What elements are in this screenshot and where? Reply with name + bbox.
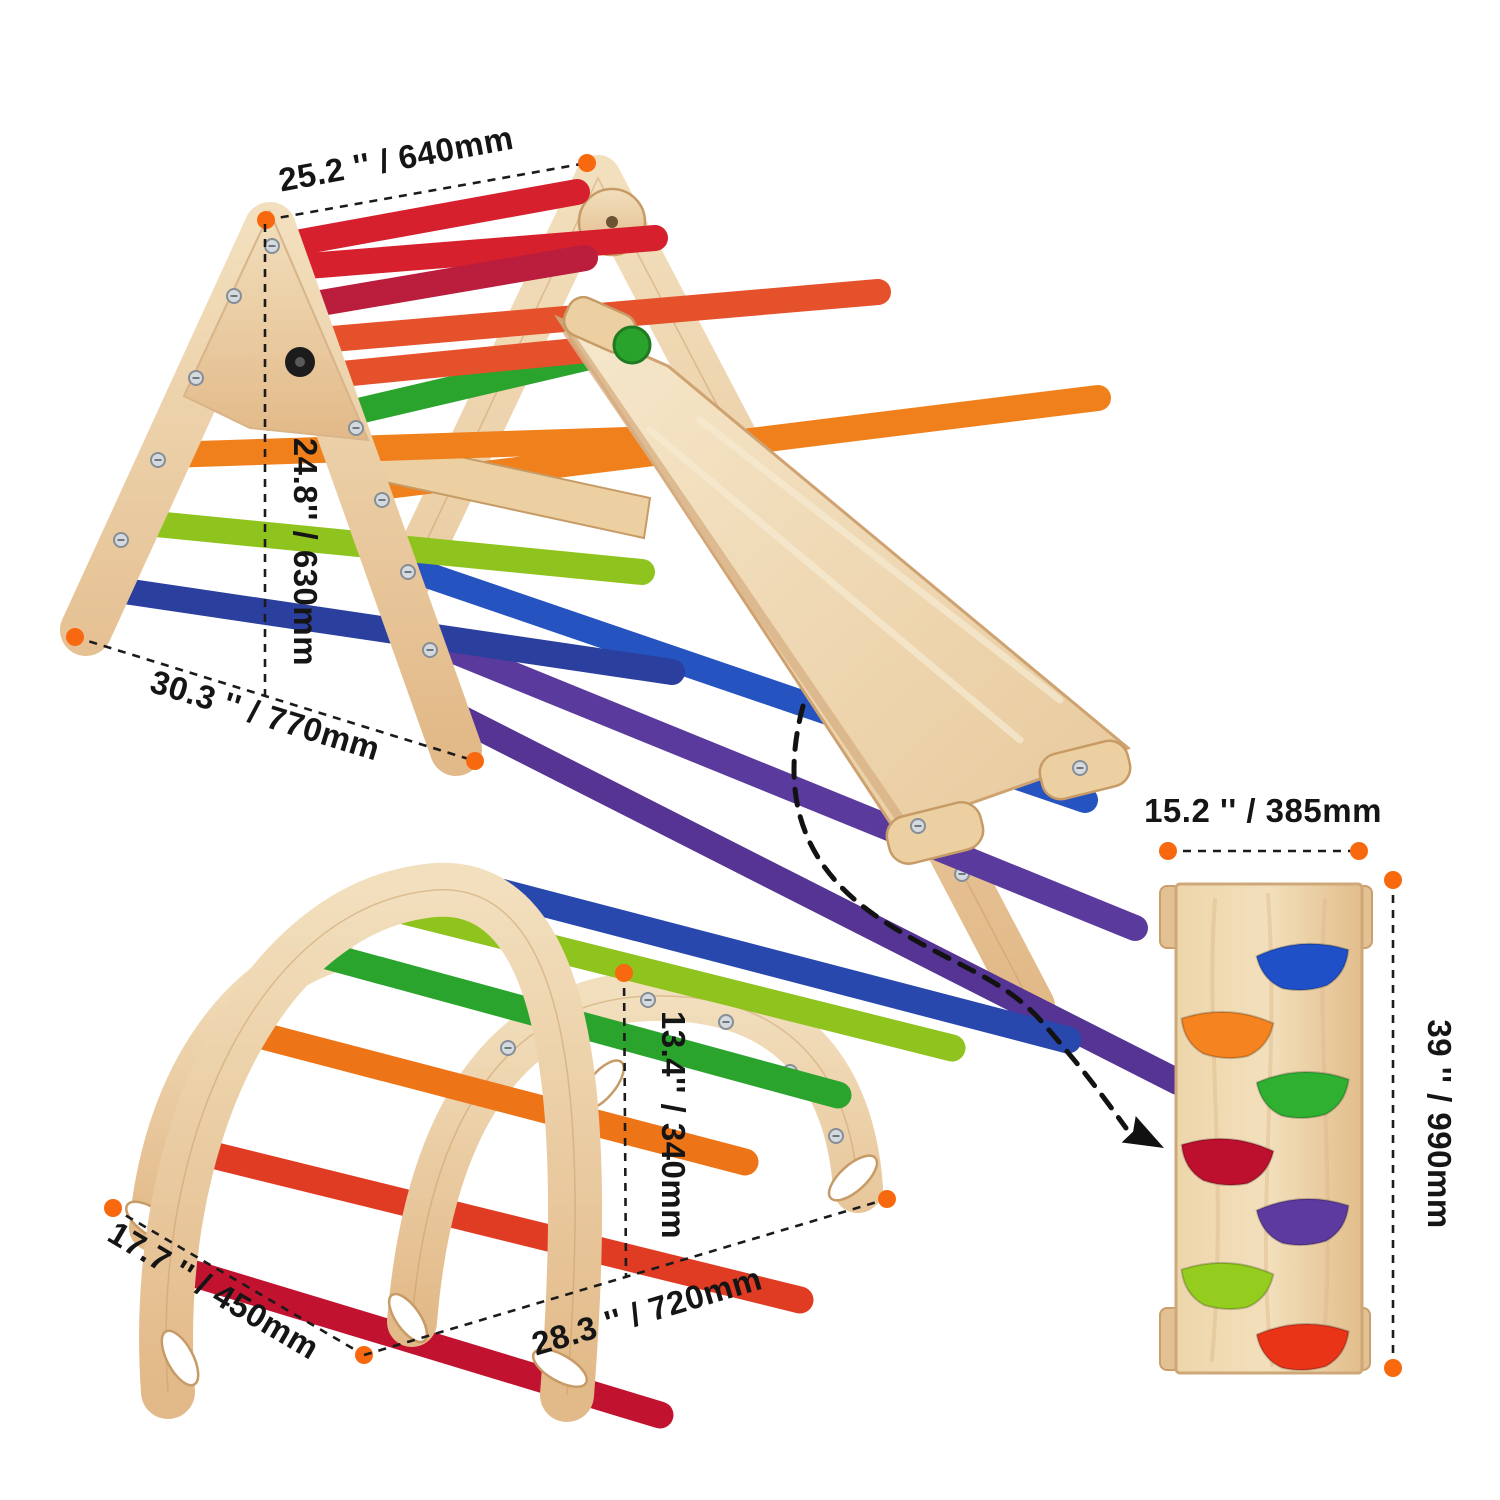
rung [448,868,1082,1054]
screw-icon [226,288,242,304]
rung [154,427,641,468]
dim-arch-height: 13.4'' / 340mm [615,964,692,1278]
screw-icon [150,452,166,468]
screw-icon [264,238,280,254]
dimension-line [265,161,588,222]
rung [226,1016,759,1176]
slide-ramp [553,295,1132,865]
dimension-endpoint-dot [878,1190,896,1208]
dimension-endpoint-dot [66,628,84,646]
screw-icon [640,992,656,1008]
dimension-endpoint-dot [1350,842,1368,860]
slide-edge [562,327,905,823]
ramp-board [1174,882,1364,1375]
handle-cutout [827,1154,879,1202]
screw-icon [1072,760,1088,776]
dimension-endpoint-dot [1159,842,1177,860]
climbing-arch [125,862,1082,1429]
screw-icon [348,420,364,436]
wood-grain [696,416,1064,704]
dimension-label: 25.2 '' / 640mm [276,119,517,199]
dimension-endpoint-dot [1384,871,1402,889]
dimension-endpoint-dot [257,211,275,229]
handle-cutout [531,1347,589,1389]
screw-icon [113,532,129,548]
dim-triangle-height: 24.8'' / 630mm [263,224,324,697]
slide-hanger-knob [612,325,652,365]
dimension-endpoint-dot [1384,1359,1402,1377]
dimension-endpoint-dot [104,1199,122,1217]
screw-icon [422,642,438,658]
dimension-label: 39 '' / 990mm [1421,1019,1458,1228]
dimension-label: 15.2 '' / 385mm [1144,792,1382,829]
lock-knob-center [295,357,305,367]
dimension-endpoint-dot [466,752,484,770]
rung [402,622,1148,941]
rung [255,179,590,261]
screw-icon [828,1128,844,1144]
dim-board-width: 15.2 '' / 385mm [1144,792,1382,860]
dimension-line [112,1206,365,1357]
screw-icon [718,1014,734,1030]
arch-near-panel-edge [165,889,576,1396]
dimension-endpoint-dot [615,964,633,982]
handle-cutout [387,1292,429,1344]
screw-icon [188,370,204,386]
connector-arrow [791,703,1164,1148]
rung [270,225,668,281]
dimension-label: 24.8'' / 630mm [287,438,324,666]
screw-icon [400,564,416,580]
slide-foot [885,801,985,865]
arrowhead-icon [1121,1115,1164,1148]
dimension-line [74,635,476,763]
dashed-curve [791,703,1129,1131]
dim-board-height: 39 '' / 990mm [1384,871,1458,1377]
wood-grain [646,426,1024,744]
screw-icon [910,818,926,834]
rung [366,891,966,1062]
triangle-gusset [182,209,370,442]
dimension-line [622,972,628,1278]
screw-icon [500,1040,516,1056]
rung [178,1136,814,1314]
dimension-label: 13.4'' / 340mm [655,1011,692,1239]
dimension-endpoint-dot [578,154,596,172]
pikler-triangle [60,155,1191,1095]
handle-cutout [160,1329,200,1387]
rung [428,695,1191,1095]
dimension-line [363,1197,888,1357]
hinge-bolt-icon [606,216,618,228]
rock-climbing-ramp [1159,882,1373,1375]
screw-icon [374,492,390,508]
